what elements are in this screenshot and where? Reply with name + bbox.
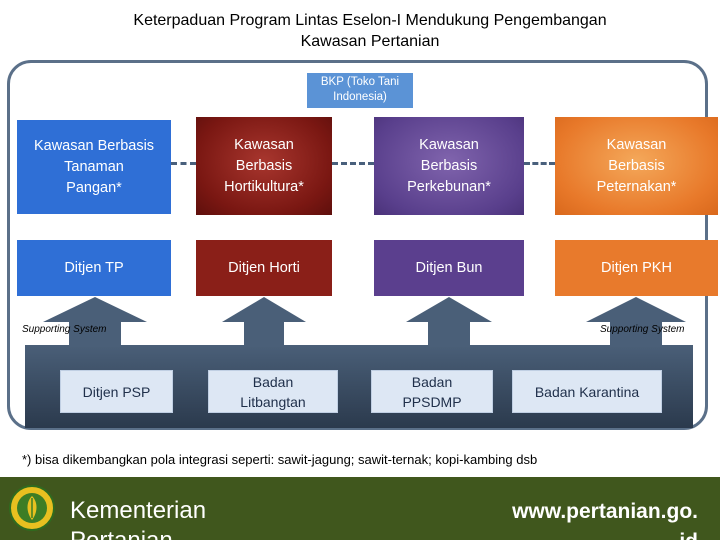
- footer-org-line-2: Pertanian: [70, 526, 206, 540]
- supporting-system-label-left: Supporting System: [22, 324, 107, 335]
- footer-website-line-1: www.pertanian.go.: [512, 500, 698, 523]
- footer-website[interactable]: www.pertanian.go. id: [438, 497, 698, 540]
- ditjen-pkh-label: Ditjen PKH: [601, 259, 672, 276]
- support-badan-litbangtan-box: Badan Litbangtan: [208, 370, 338, 413]
- ditjen-tp-box: Ditjen TP: [17, 240, 171, 296]
- ditjen-pkh-box: Ditjen PKH: [555, 240, 718, 296]
- footer-org-line-1: Kementerian: [70, 497, 207, 524]
- ditjen-tp-label: Ditjen TP: [64, 259, 124, 276]
- support-litbangtan-line: Badan: [252, 373, 294, 390]
- support-arrow-horti: [222, 297, 306, 347]
- ditjen-bun-label: Ditjen Bun: [415, 259, 483, 276]
- support-arrow-pkh: [586, 297, 686, 347]
- kawasan-peternakan-line: Berbasis: [608, 157, 665, 174]
- bkp-line-1: BKP (Toko Tani: [320, 76, 400, 88]
- footnote: *) bisa dikembangkan pola integrasi sepe…: [22, 452, 538, 467]
- footer-bar: Kementerian Pertanian www.pertanian.go. …: [0, 477, 720, 540]
- support-psp-line: Ditjen PSP: [82, 383, 151, 400]
- support-arrow-tp: [43, 297, 147, 347]
- support-ppsdmp-line: Badan: [411, 373, 453, 390]
- ditjen-horti-label: Ditjen Horti: [228, 259, 300, 276]
- supporting-system-label-right: Supporting System: [600, 324, 685, 335]
- diagram-title: Keterpaduan Program Lintas Eselon-I Mend…: [60, 10, 680, 52]
- kawasan-peternakan-line: Kawasan: [606, 136, 667, 153]
- support-karantina-line: Badan Karantina: [534, 383, 640, 400]
- dashed-connector-2: [332, 162, 374, 165]
- kementerian-pertanian-logo-icon: [9, 485, 55, 531]
- dashed-connector-1: [171, 162, 196, 165]
- kawasan-peternakan-line: Peternakan*: [596, 178, 677, 195]
- kawasan-perkebunan-box: Kawasan Berbasis Perkebunan*: [374, 117, 524, 215]
- ditjen-bun-box: Ditjen Bun: [374, 240, 524, 296]
- kawasan-hortikultura-line: Kawasan: [234, 136, 294, 153]
- kawasan-pangan-line: Kawasan Berbasis: [33, 137, 155, 154]
- kawasan-perkebunan-line: Berbasis: [420, 157, 478, 174]
- support-badan-ppsdmp-box: Badan PPSDMP: [371, 370, 493, 413]
- title-line-1: Keterpaduan Program Lintas Eselon-I Mend…: [133, 12, 607, 29]
- bkp-line-2: Indonesia): [333, 91, 387, 103]
- kawasan-pangan-box: Kawasan Berbasis Tanaman Pangan*: [17, 120, 171, 214]
- bkp-toko-tani-box: BKP (Toko Tani Indonesia): [307, 73, 413, 108]
- kawasan-hortikultura-line: Hortikultura*: [224, 178, 304, 195]
- footer-organization: Kementerian Pertanian: [70, 496, 206, 540]
- kawasan-pangan-line: Tanaman: [64, 158, 124, 175]
- kawasan-hortikultura-line: Berbasis: [235, 157, 293, 174]
- support-ppsdmp-line: PPSDMP: [402, 393, 462, 410]
- kawasan-perkebunan-line: Kawasan: [419, 136, 479, 153]
- kawasan-perkebunan-line: Perkebunan*: [407, 178, 491, 195]
- support-arrow-bun: [406, 297, 492, 347]
- support-badan-karantina-box: Badan Karantina: [512, 370, 662, 413]
- support-ditjen-psp-box: Ditjen PSP: [60, 370, 173, 413]
- kawasan-hortikultura-box: Kawasan Berbasis Hortikultura*: [196, 117, 332, 215]
- dashed-connector-3: [524, 162, 555, 165]
- ditjen-horti-box: Ditjen Horti: [196, 240, 332, 296]
- title-line-2: Kawasan Pertanian: [300, 33, 440, 50]
- kawasan-pangan-line: Pangan*: [66, 179, 122, 196]
- kawasan-peternakan-box: Kawasan Berbasis Peternakan*: [555, 117, 718, 215]
- support-litbangtan-line: Litbangtan: [240, 393, 306, 410]
- footer-website-line-2: id: [438, 527, 698, 540]
